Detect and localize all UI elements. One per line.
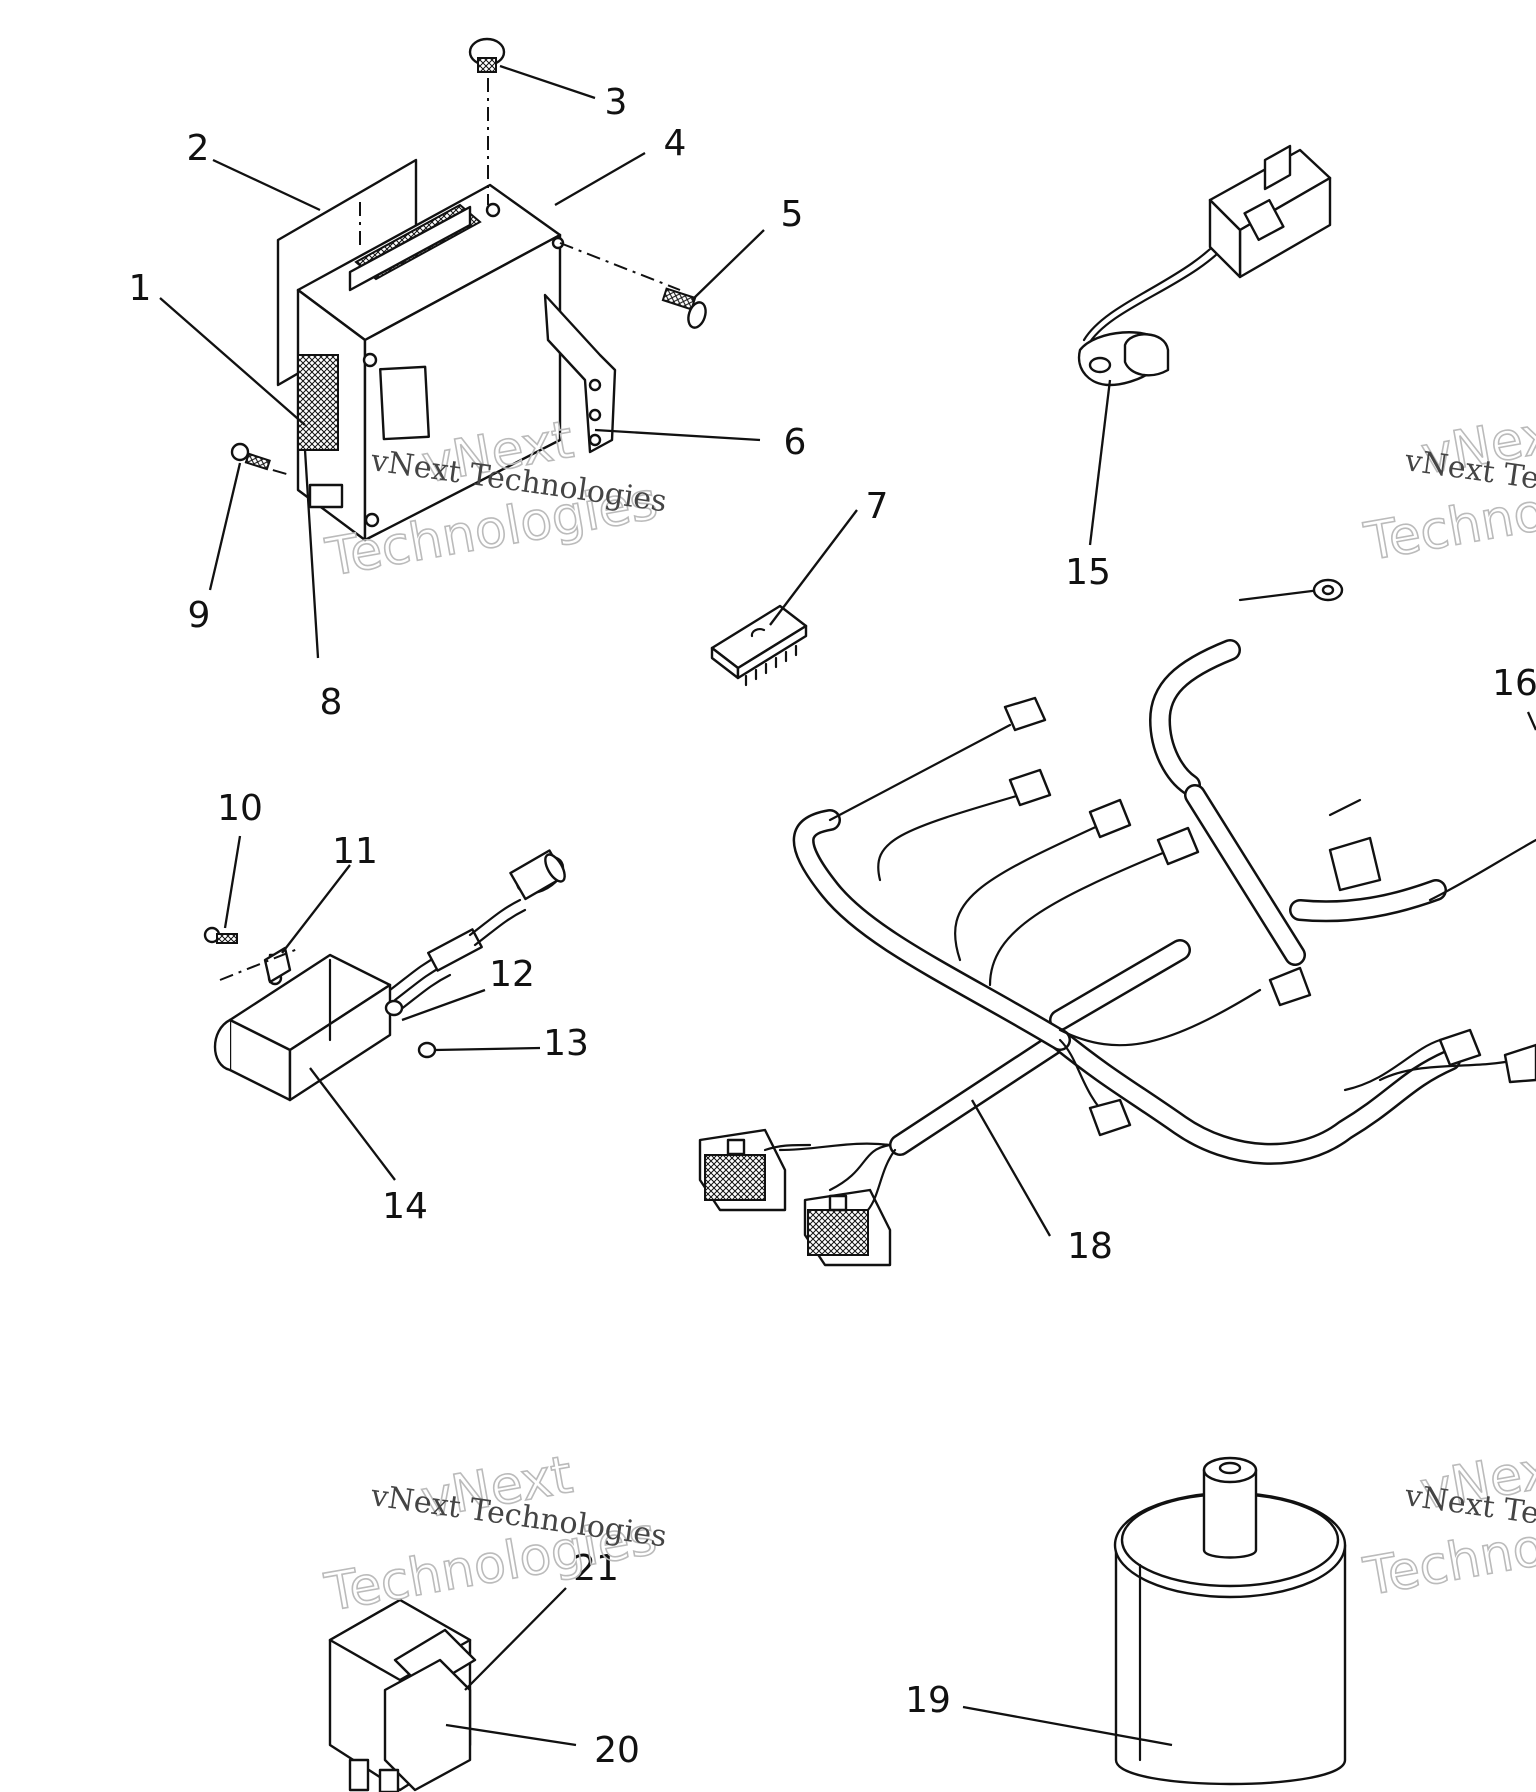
- screw-part-9: [230, 442, 271, 471]
- bracket-hole: [588, 433, 602, 447]
- ecu-top-connector-base: [348, 205, 472, 292]
- callout-14: 14: [382, 1186, 428, 1227]
- ecu-module: [276, 158, 617, 542]
- callout-8: 8: [320, 682, 343, 723]
- fuel-filter-part-19: [1113, 1456, 1347, 1786]
- screw-part-3: [468, 37, 506, 73]
- harness-connector: [1003, 696, 1047, 732]
- callout-5: 5: [781, 194, 804, 235]
- harness-connector: [1088, 1098, 1132, 1137]
- bracket-hole: [588, 378, 602, 392]
- callout-1: 1: [129, 268, 152, 309]
- ecu-mount-hole: [362, 352, 378, 368]
- sensor-part-15: [1077, 144, 1332, 387]
- harness-connector: [1088, 798, 1132, 839]
- harness-connector: [1268, 966, 1312, 1007]
- ecu-mount-hole: [551, 236, 565, 250]
- leader-lines: [159, 64, 1173, 1747]
- harness-connector: [1503, 1043, 1536, 1084]
- wiring-harness-part-18: [698, 578, 1536, 1267]
- callout-13: 13: [543, 1023, 589, 1064]
- harness-connector: [1438, 1028, 1482, 1067]
- callout-6: 6: [784, 422, 807, 463]
- callout-7: 7: [866, 486, 889, 527]
- callout-18: 18: [1067, 1226, 1113, 1267]
- callout-12: 12: [489, 954, 535, 995]
- ecu-mount-hole: [485, 202, 501, 218]
- harness-connector: [1156, 826, 1200, 866]
- callout-20: 20: [594, 1730, 640, 1771]
- callout-4: 4: [664, 123, 687, 164]
- callout-2: 2: [187, 128, 210, 169]
- callout-3: 3: [605, 82, 628, 123]
- ecu-side-connector: [297, 354, 339, 451]
- harness-connector: [1008, 768, 1052, 807]
- leader-16: [1526, 711, 1536, 731]
- nut-part-13: [417, 1041, 437, 1059]
- callout-9: 9: [188, 595, 211, 636]
- bracket-hole: [588, 408, 602, 422]
- multi-pin-connector: [803, 1188, 892, 1267]
- callout-labels: 1 2 3 4 5 6 7 8 9 10 11 12 13 14 15 16 1…: [129, 82, 1536, 1771]
- bracket-part-11: [263, 946, 292, 984]
- sensor-14-assembly-line: [219, 947, 301, 981]
- screw-part-10: [203, 926, 238, 944]
- ecu-label-plate: [378, 365, 431, 441]
- chip-part-7: [710, 604, 808, 687]
- callout-15: 15: [1065, 552, 1111, 593]
- harness-connector: [1328, 836, 1382, 892]
- screw-part-5: [661, 287, 707, 329]
- ecu-side-face: [363, 233, 562, 542]
- sensor-part-14: [213, 849, 566, 1102]
- washer-part-12: [384, 999, 404, 1017]
- relay-part-20: [328, 1598, 477, 1792]
- multi-pin-connector: [698, 1128, 787, 1212]
- callout-16: 16: [1492, 663, 1536, 704]
- callout-21: 21: [573, 1548, 619, 1589]
- ecu-retaining-clip: [308, 483, 344, 509]
- ecu-mount-hole: [364, 512, 380, 528]
- callout-11: 11: [332, 831, 378, 872]
- callout-19: 19: [905, 1680, 951, 1721]
- callout-10: 10: [217, 788, 263, 829]
